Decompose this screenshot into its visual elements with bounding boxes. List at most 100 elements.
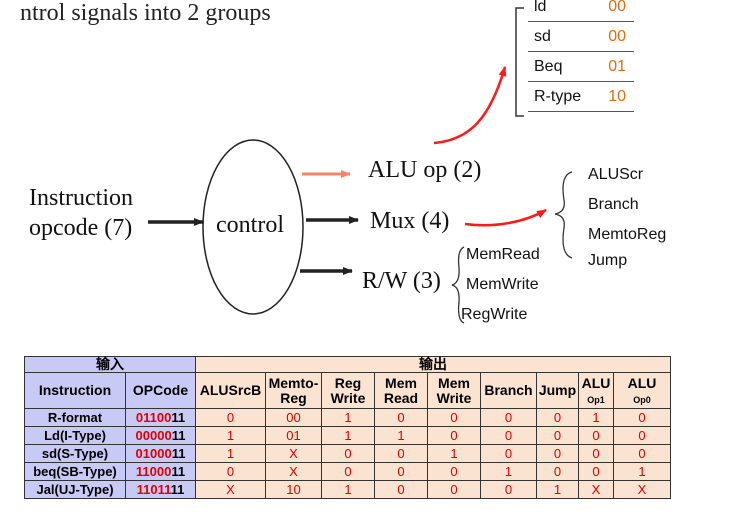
rw-label: R/W (3) — [362, 268, 441, 294]
opcode-red-bits: 11011 — [136, 481, 171, 497]
cell-jump: 0 — [536, 444, 579, 463]
opcode-black-bits: 11 — [171, 409, 186, 425]
cell-memtoreg: X — [265, 462, 322, 481]
table-row: sd(S-Type) 0100011 1 X 0 0 1 0 0 0 0 — [24, 444, 671, 463]
cell-branch: 0 — [480, 444, 537, 463]
aluop-row: sd 00 — [528, 22, 634, 52]
cell-memwrite: 0 — [427, 408, 481, 427]
header-memtoreg-line1: Memto- — [268, 374, 319, 391]
alu-op-label: ALU op (2) — [368, 157, 482, 183]
cell-alusrcb: 1 — [195, 444, 266, 463]
control-ellipse — [202, 139, 304, 315]
header-branch: Branch — [480, 372, 537, 409]
cell-branch: 1 — [480, 462, 537, 481]
cell-aluop1: X — [578, 480, 614, 499]
mux-brace — [554, 171, 573, 259]
cell-jump: 1 — [536, 480, 579, 499]
opcode-red-bits: 01000 — [135, 445, 172, 461]
cell-memread: 0 — [374, 462, 428, 481]
header-memtoreg-line2: Reg — [280, 389, 307, 406]
aluop-name: Beq — [534, 58, 563, 75]
cell-memtoreg: 00 — [265, 408, 322, 427]
input-label-line1: Instruction — [29, 185, 133, 211]
opcode-red-bits: 01100 — [135, 409, 172, 425]
rw-brace — [451, 246, 465, 324]
cell-alusrcb: 0 — [195, 408, 266, 427]
cell-regwrite: 1 — [321, 426, 375, 445]
cell-memread: 1 — [374, 426, 428, 445]
cell-aluop1: 0 — [578, 444, 614, 463]
cell-opcode: 0110011 — [125, 408, 196, 427]
aluop-row: ld 00 — [528, 0, 634, 22]
cell-regwrite: 0 — [321, 444, 375, 463]
cell-memread: 0 — [374, 444, 428, 463]
aluop-name: R-type — [534, 88, 582, 105]
aluop-encoding-table: ld 00 sd 00 Beq 01 R-type 10 — [528, 0, 634, 112]
cell-branch: 0 — [480, 408, 537, 427]
cell-aluop1: 1 — [578, 408, 614, 427]
output-group-header: 输出 — [195, 356, 671, 373]
header-aluop0-main: ALU — [627, 374, 657, 391]
cell-memwrite: 0 — [427, 426, 481, 445]
table-row: Ld(I-Type) 0000011 1 01 1 1 0 0 0 0 0 — [24, 426, 671, 445]
header-jump: Jump — [536, 372, 579, 409]
cell-aluop0: X — [613, 480, 671, 499]
header-instruction: Instruction — [24, 372, 126, 409]
control-signal-table: 输入 输出 Instruction OPCode ALUSrcB Memto-R… — [24, 356, 671, 499]
cell-aluop1: 0 — [578, 426, 614, 445]
cell-instruction: R-format — [24, 408, 126, 427]
mux-signal-branch: Branch — [588, 196, 639, 213]
mux-signal-memtoreg: MemtoReg — [588, 226, 667, 243]
opcode-black-bits: 11 — [171, 445, 186, 461]
header-aluop1-sub: Op1 — [587, 394, 605, 405]
opcode-black-bits: 11 — [171, 463, 186, 479]
header-aluop1-main: ALU — [581, 374, 611, 391]
cell-memtoreg: 01 — [265, 426, 322, 445]
cell-opcode: 0000011 — [125, 426, 196, 445]
mux-curve-arrow — [464, 208, 547, 227]
rw-signal-memwrite: MemWrite — [466, 276, 539, 293]
cell-opcode: 1100011 — [125, 462, 196, 481]
control-diagram — [148, 7, 573, 324]
cell-instruction: Ld(I-Type) — [24, 426, 126, 445]
header-memwrite-line1: Mem — [438, 374, 470, 391]
header-memwrite-line2: Write — [436, 389, 472, 406]
control-label: control — [216, 212, 284, 238]
cell-jump: 0 — [536, 462, 579, 481]
header-regwrite-line1: Reg — [334, 374, 362, 391]
cell-regwrite: 1 — [321, 408, 375, 427]
header-memread-line1: Mem — [385, 374, 417, 391]
cell-regwrite: 1 — [321, 480, 375, 499]
cell-memwrite: 1 — [427, 444, 481, 463]
cell-alusrcb: 0 — [195, 462, 266, 481]
aluop-value: 00 — [608, 0, 626, 15]
mux-signal-alusrc: ALUScr — [588, 166, 644, 183]
cell-aluop0: 1 — [613, 462, 671, 481]
table-row: Jal(UJ-Type) 1101111 X 10 1 0 0 0 1 X X — [24, 480, 671, 499]
cell-regwrite: 0 — [321, 462, 375, 481]
cell-memwrite: 0 — [427, 480, 481, 499]
cell-alusrcb: X — [195, 480, 266, 499]
aluop-name: sd — [534, 28, 551, 45]
cell-alusrcb: 1 — [195, 426, 266, 445]
cell-branch: 0 — [480, 426, 537, 445]
header-aluop1: ALU Op1 — [578, 372, 614, 409]
aluop-value: 01 — [608, 58, 626, 75]
rw-signal-regwrite: RegWrite — [461, 306, 528, 323]
header-memtoreg: Memto-Reg — [265, 372, 322, 409]
opcode-black-bits: 11 — [171, 427, 186, 443]
cell-branch: 0 — [480, 480, 537, 499]
cell-instruction: sd(S-Type) — [24, 444, 126, 463]
cell-jump: 0 — [536, 408, 579, 427]
cell-aluop0: 0 — [613, 408, 671, 427]
header-opcode: OPCode — [125, 372, 196, 409]
mux-signal-jump: Jump — [588, 252, 628, 269]
aluop-value: 00 — [608, 28, 626, 45]
header-alusrcb: ALUSrcB — [195, 372, 266, 409]
aluop-value: 10 — [608, 88, 626, 105]
cell-memwrite: 0 — [427, 462, 481, 481]
aluop-row: R-type 10 — [528, 82, 634, 112]
alu-op-curve-arrow — [433, 66, 507, 145]
